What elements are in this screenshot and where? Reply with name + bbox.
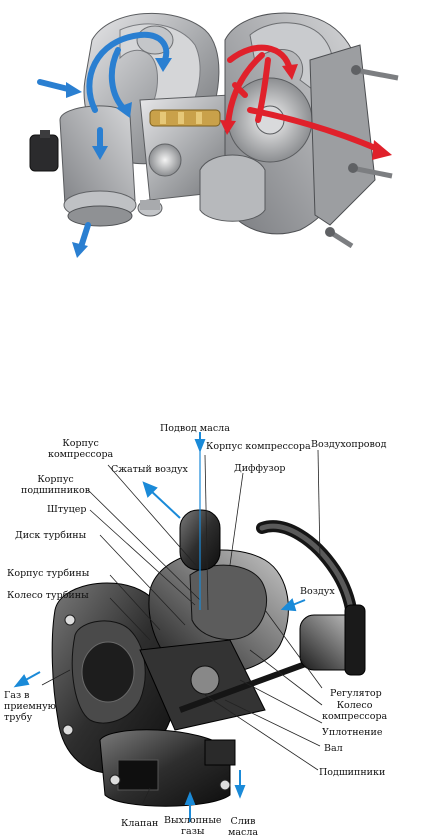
label-turbine-wheel: Колесо турбины: [7, 590, 89, 601]
label-compressor-housing-top: Корпус компрессора: [206, 441, 311, 452]
turbocharger-labeled-diagram: Подвод масла Корпус компрессора Воздухоп…: [0, 410, 422, 840]
label-air-duct: Воздухопровод: [311, 439, 387, 450]
turbocharger-cutaway-svg: [29, 12, 399, 258]
hot-exhaust-flow-arrows: [220, 44, 392, 160]
label-valve: Клапан: [121, 818, 159, 829]
turbocharger-cutaway-illustration: [0, 0, 422, 270]
label-seal: Уплотнение: [322, 727, 383, 738]
label-compressor-wheel: Колесо компрессора: [322, 700, 388, 722]
label-oil-inlet: Подвод масла: [160, 423, 230, 434]
label-diffuser: Диффузор: [234, 463, 286, 474]
label-turbine-disc: Диск турбины: [15, 530, 87, 541]
labeled-diagram-svg: [13, 432, 366, 822]
pipe-fitting-shape: [137, 199, 163, 217]
label-bearing-housing: Корпус подшипников: [21, 474, 91, 496]
label-oil-drain: Слив масла: [228, 816, 259, 838]
label-compressor-housing-left: Корпус компрессора: [48, 438, 114, 460]
cold-air-flow-arrows: [37, 31, 172, 258]
label-gas-to-intake-pipe: Газ в приемную трубу: [4, 690, 56, 723]
label-fitting: Штуцер: [47, 504, 87, 515]
label-bearings: Подшипники: [319, 767, 386, 778]
label-exhaust-gases: Выхлопные газы: [164, 815, 222, 837]
label-air: Воздух: [300, 586, 335, 597]
label-shaft: Вал: [324, 743, 343, 754]
flow-arrows: [13, 432, 306, 822]
wastegate-actuator-shape: [29, 105, 137, 227]
label-turbine-housing: Корпус турбины: [7, 568, 90, 579]
turbo-body-shape: [51, 509, 366, 807]
leader-lines: [41, 449, 323, 806]
label-compressed-air: Сжатый воздух: [111, 464, 188, 475]
label-regulator: Регулятор: [330, 688, 382, 699]
